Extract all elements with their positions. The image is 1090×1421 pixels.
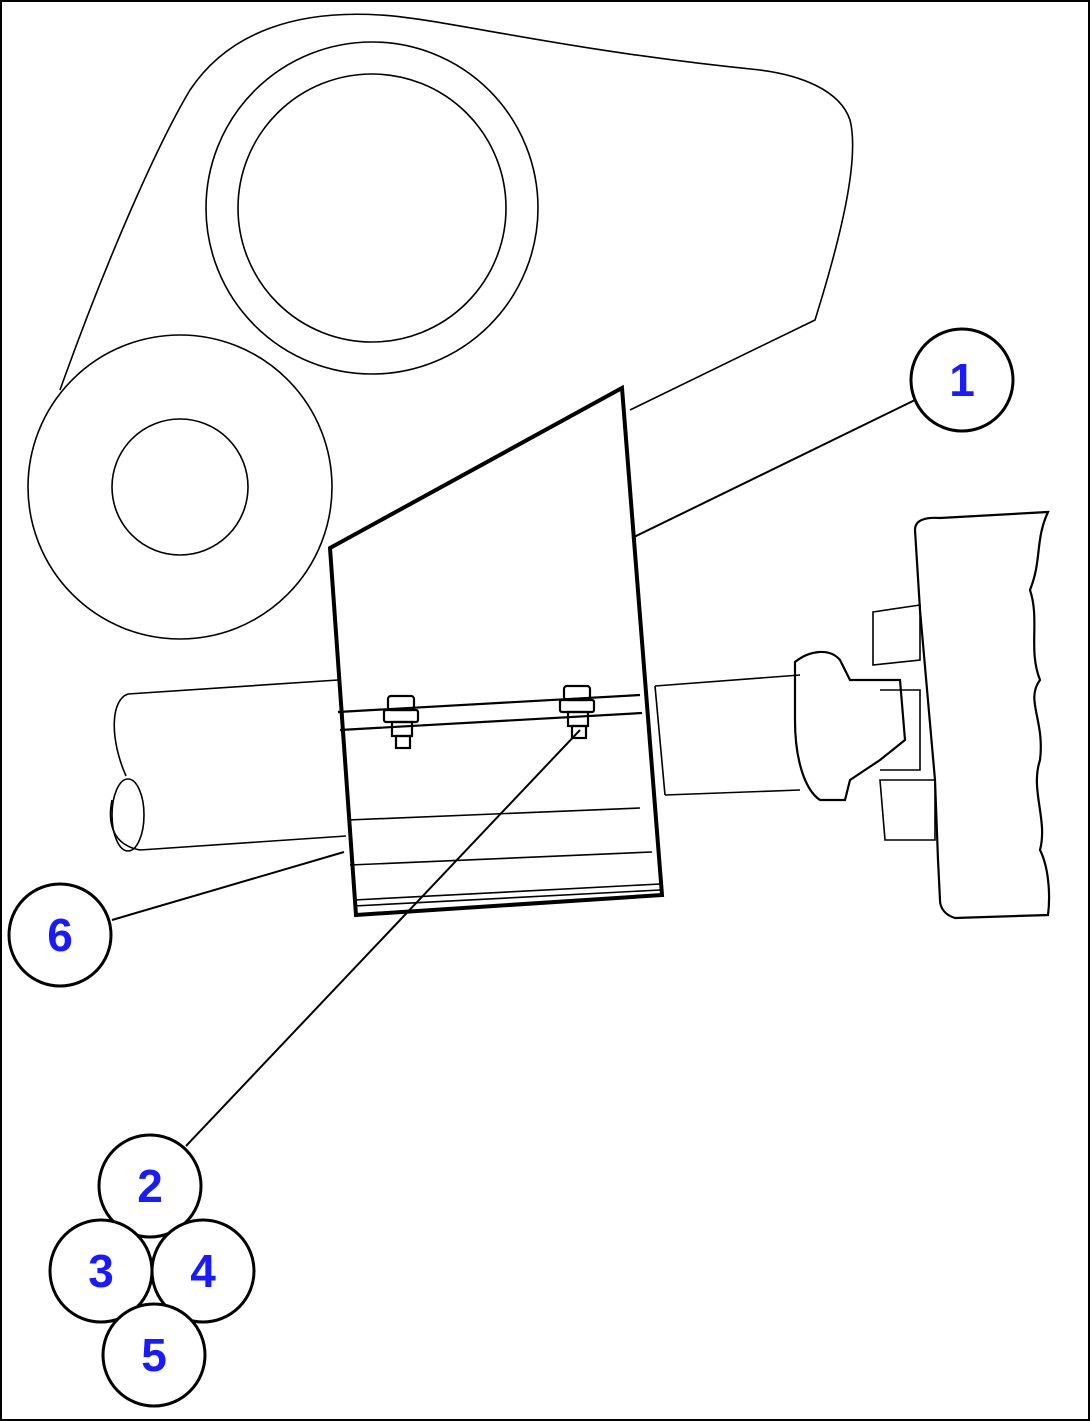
callout-3: 3 [48,1218,154,1324]
callout-2-label: 2 [137,1160,163,1212]
callout-6: 6 [7,882,113,988]
callout-5-label: 5 [141,1329,167,1381]
mounting-flange [913,510,1051,920]
callout-4-label: 4 [190,1245,216,1297]
bracket-housing [59,13,854,411]
callout-2: 2 [97,1133,203,1239]
callout-4: 4 [150,1218,256,1324]
drive-coupling [654,604,936,841]
callout-6-label: 6 [47,909,73,961]
bolt-assembly-left [382,694,420,750]
callout-1-label: 1 [949,354,975,406]
callout-1: 1 [909,327,1015,433]
guard-plate [327,384,665,918]
bolt-assembly-right [558,684,596,740]
leader-lines [111,399,916,1147]
callout-3-label: 3 [88,1245,114,1297]
pivot-boss [27,334,333,640]
shaft-tube [109,679,641,852]
callout-5: 5 [101,1302,207,1408]
